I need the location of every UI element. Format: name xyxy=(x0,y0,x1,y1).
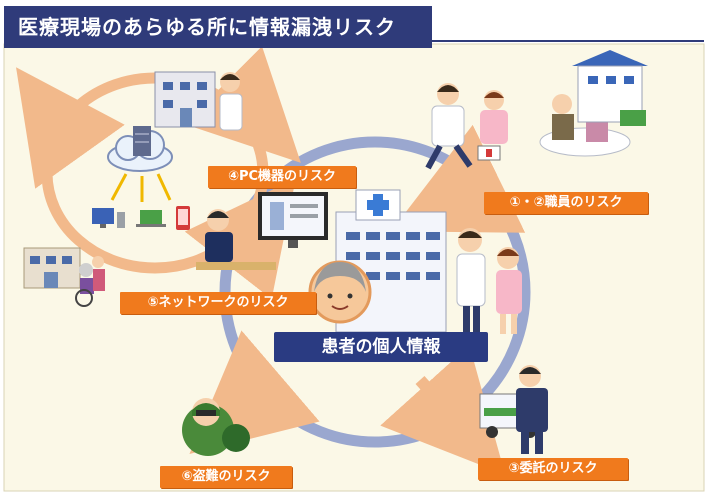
smartphone-icon xyxy=(176,206,190,230)
title-rule xyxy=(432,40,704,42)
cloud-server-icon xyxy=(107,126,173,172)
pc-worker-icon xyxy=(196,209,276,270)
running-doctor-icon xyxy=(425,83,473,170)
arrow-icon xyxy=(380,345,506,475)
monitor-icon xyxy=(258,192,328,248)
page-title: 医療現場のあらゆる所に情報漏洩リスク xyxy=(4,6,432,48)
arrow-icon xyxy=(189,330,320,455)
house-icon xyxy=(572,50,648,126)
doctor-icon xyxy=(219,72,243,131)
care-facility-icon xyxy=(23,247,81,289)
small-hospital-icon xyxy=(154,71,216,128)
outsourcing-risk-label: ③委託のリスク xyxy=(478,458,628,480)
thief-icon xyxy=(182,398,250,456)
wheelchair-patient-icon xyxy=(75,256,105,307)
loop-arrow-icon xyxy=(184,46,301,163)
arrow-icon xyxy=(110,173,172,202)
staff-risk-label: ①・②職員のリスク xyxy=(484,192,648,214)
running-nurse-icon xyxy=(477,90,508,161)
doctor-icon xyxy=(456,228,486,332)
network-risk-label: ⑤ネットワークのリスク xyxy=(120,292,316,314)
pc-risk-label: ④PC機器のリスク xyxy=(208,166,356,188)
nurse-icon xyxy=(496,247,522,334)
computer-icon xyxy=(92,208,166,228)
theft-risk-label: ⑥盗難のリスク xyxy=(160,466,292,488)
arrow-icon xyxy=(391,124,526,233)
patient-info-label: 患者の個人情報 xyxy=(274,332,488,362)
loop-arrow-icon xyxy=(16,67,125,189)
delivery-man-icon xyxy=(516,365,548,454)
patient-portrait-icon xyxy=(308,260,372,324)
